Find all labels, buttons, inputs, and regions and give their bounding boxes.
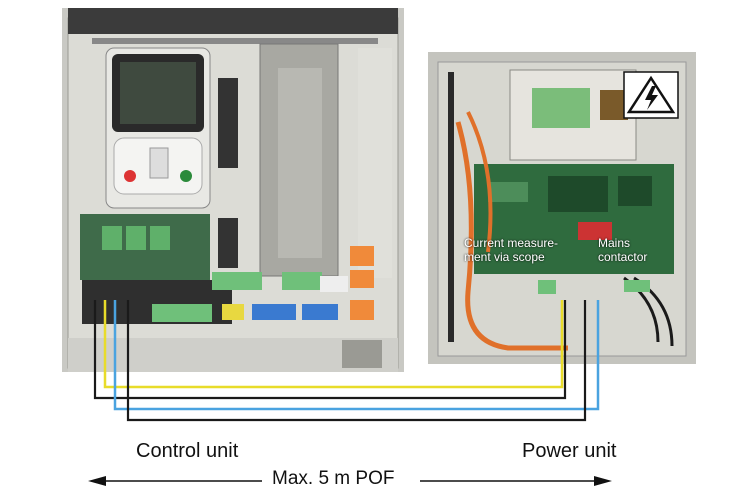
high-voltage-warning-icon [623,71,679,119]
power-supply-board [509,69,637,161]
black-fiber-cable-2 [126,300,587,422]
metal-mounting-plate [259,43,339,277]
current-measurement-label: Current measure- ment via scope [464,236,559,264]
control-unit-photo [62,8,404,372]
mains-contactor-label: Mains contactor [598,236,648,264]
length-arrow [88,476,612,486]
power-control-board [474,164,674,274]
control-board [80,214,374,324]
max-length-label: Max. 5 m POF [272,468,395,489]
black-fiber-cable [93,300,567,400]
blue-fiber-cable [113,300,600,411]
power-unit-label: Power unit [522,440,617,462]
control-unit-label: Control unit [136,440,239,462]
control-panel-keypad [105,47,211,209]
yellow-fiber-cable [103,300,564,389]
